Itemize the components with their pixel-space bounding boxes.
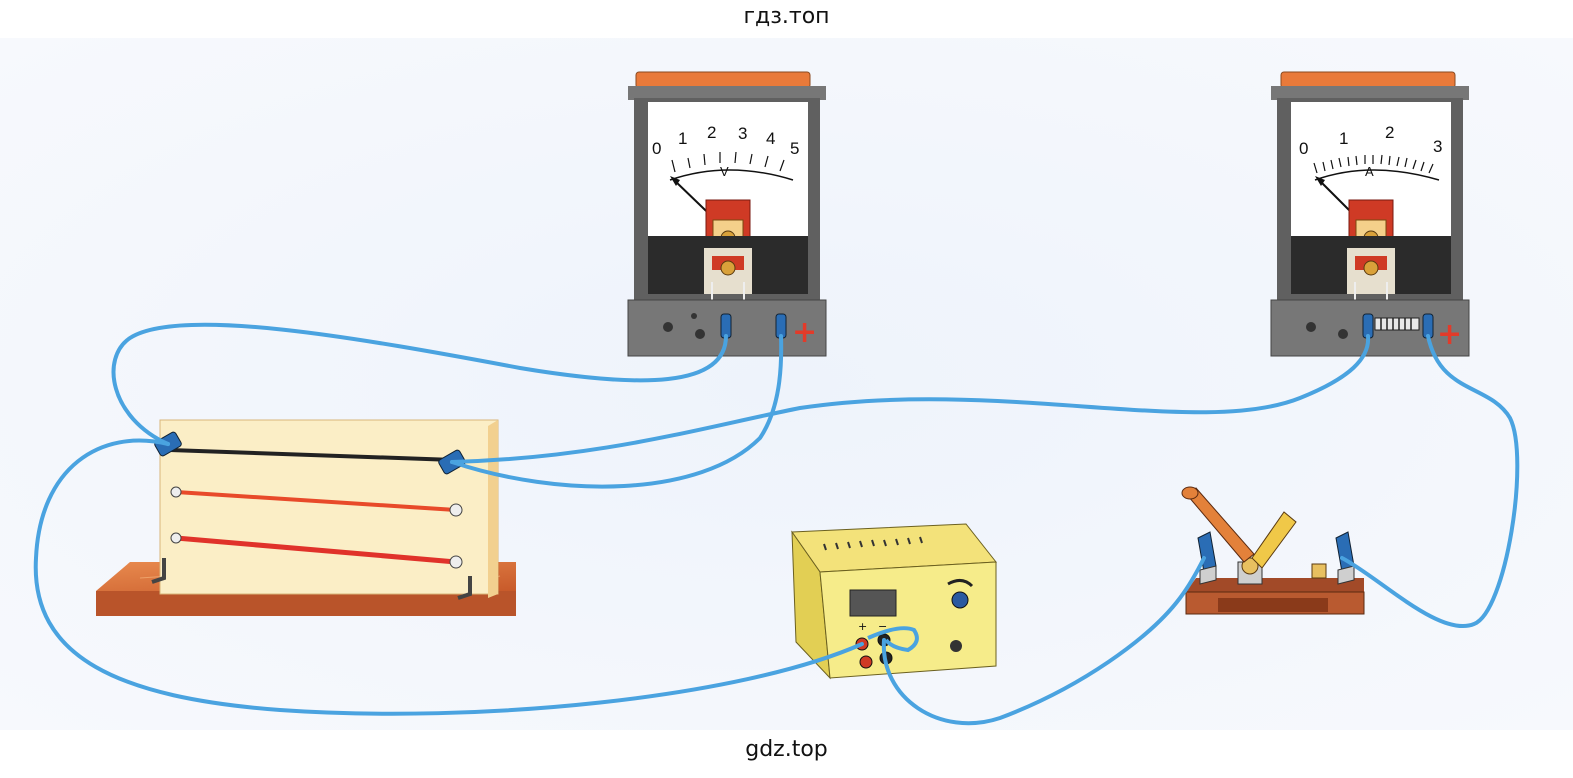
wire-psu-to-switch: [881, 556, 1206, 726]
board-base: [96, 591, 516, 616]
voltmeter-frame: [628, 86, 826, 100]
ammeter-scale-1: 1: [1339, 129, 1348, 148]
watermark-top: гдз.топ: [743, 4, 830, 29]
voltmeter-scale-3: 3: [738, 124, 747, 143]
wire-board-right-to-ammeter: [450, 334, 1371, 464]
voltmeter-scale-4: 4: [766, 129, 775, 148]
voltmeter-knob-2: [695, 329, 705, 339]
wire-board-left-to-voltmeter: [111, 322, 728, 446]
ammeter-unit: A: [1365, 164, 1374, 179]
voltmeter-plus-sign: +: [792, 315, 817, 350]
ammeter-scale-2: 2: [1385, 123, 1394, 142]
voltmeter-knob-1: [663, 322, 673, 332]
voltmeter-scale-2: 2: [707, 123, 716, 142]
ammeter-knob-2: [1338, 329, 1348, 339]
watermark-bottom: gdz.top: [745, 737, 828, 762]
ammeter-plus-sign: +: [1437, 317, 1462, 352]
wire-switch-to-ammeter: [1340, 334, 1520, 628]
connecting-wires: [33, 322, 1520, 726]
voltmeter-knob-3: [691, 313, 697, 319]
board-wire-2: [175, 490, 457, 512]
psu-front: [819, 561, 997, 679]
psu-knob: [951, 591, 969, 609]
switch-blade: [1251, 511, 1297, 569]
knife-switch: [1181, 486, 1365, 615]
voltmeter-top-cover: [635, 71, 811, 89]
voltmeter-ticks: [671, 151, 785, 173]
ammeter-knob-1: [1306, 322, 1316, 332]
psu-display: [849, 589, 897, 617]
board-panel: [159, 419, 499, 595]
ammeter-shunt: [1374, 317, 1420, 331]
circuit-illustration: 0 1 2 3 4 5 V +: [0, 38, 1573, 730]
switch-handle: [1187, 487, 1255, 563]
voltmeter-needle-tip: [670, 176, 680, 186]
ammeter-scale-arc: [1314, 169, 1440, 181]
board-bracket-right: [457, 576, 472, 600]
psu-minus-label: −: [878, 620, 887, 633]
voltmeter-scale-5: 5: [790, 139, 799, 158]
psu-jumper: [867, 626, 919, 653]
wire-board-left-to-psu: [33, 438, 864, 716]
voltmeter-scale-0: 0: [652, 139, 661, 158]
switch-base-top: [1186, 578, 1364, 592]
ammeter-scale-0: 0: [1299, 139, 1308, 158]
voltmeter-scale-arc: [669, 169, 794, 181]
board-wire-3: [175, 535, 457, 565]
ammeter-ticks: [1313, 154, 1434, 174]
power-supply: + −: [791, 523, 997, 680]
psu-button: [950, 640, 962, 652]
voltmeter: 0 1 2 3 4 5 V +: [627, 71, 827, 357]
board-wire-1: [169, 448, 455, 462]
ammeter-frame: [1271, 86, 1469, 100]
ammeter: 0 1 2 3 A +: [1270, 71, 1470, 357]
voltmeter-unit: V: [720, 164, 729, 179]
voltmeter-scale-1: 1: [678, 129, 687, 148]
psu-plus-label: +: [858, 620, 867, 633]
wire-board-right-to-voltmeter: [450, 334, 784, 489]
ammeter-top-cover: [1280, 71, 1456, 89]
board-bracket-left: [151, 558, 166, 584]
ammeter-scale-3: 3: [1433, 137, 1442, 156]
switch-contact: [1311, 563, 1327, 579]
ammeter-needle-tip: [1315, 176, 1325, 186]
